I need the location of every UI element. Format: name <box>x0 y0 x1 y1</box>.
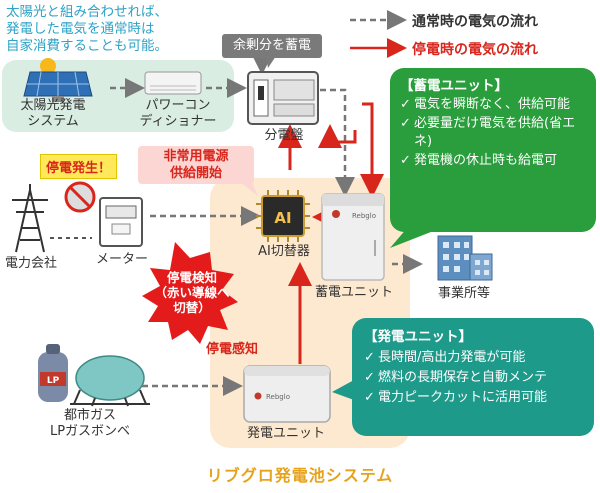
storage-info-item: ✓ 必要量だけ電気を供給(省エネ) <box>400 115 586 151</box>
check-icon: ✓ <box>364 390 375 405</box>
outage-badge-text: 停電発生！ <box>46 161 112 176</box>
solar-caption-line: システム <box>27 114 79 130</box>
ai-chip-label: AI <box>274 209 291 227</box>
outage-burst-line: （赤い導線へ <box>154 285 230 300</box>
check-icon: ✓ <box>400 116 411 131</box>
facility-caption: 事業所等 <box>437 286 490 301</box>
meter-icon <box>99 197 143 247</box>
gas-caption: 都市ガス LPガスボンベ <box>36 408 144 441</box>
storage-info-text: 必要量だけ電気を供給(省エネ) <box>414 116 576 149</box>
emergency-callout-line: 供給開始 <box>169 166 222 181</box>
gas-tank-icon <box>70 355 150 407</box>
pcs-caption-line: ディショナー <box>139 114 217 130</box>
meter-caption: メーター <box>95 252 148 267</box>
outage-badge: 停電発生！ <box>40 154 118 179</box>
generator-info-title: 【発電ユニット】 <box>364 329 472 345</box>
solar-note-line: 自家消費することも可能。 <box>6 38 168 54</box>
panel-caption: 分電盤 <box>264 128 304 143</box>
transmission-tower-icon <box>12 184 48 253</box>
emergency-callout: 非常用電源 供給開始 <box>138 146 254 184</box>
storage-info-text: 電気を瞬断なく、供給可能 <box>414 97 571 112</box>
pcs-caption: パワーコン ディショナー <box>130 98 226 131</box>
generator-caption: 発電ユニット <box>246 426 325 441</box>
utility-caption: 電力会社 <box>4 256 57 271</box>
generator-info-item: ✓ 燃料の長期保存と自動メンテ <box>364 368 582 388</box>
solar-note: 太陽光と組み合わせれば、 発電した電気を通常時は 自家消費することも可能。 <box>6 4 168 55</box>
no-power-icon <box>64 181 96 213</box>
storage-info-box: 【蓄電ユニット】 ✓ 電気を瞬断なく、供給可能 ✓ 必要量だけ電気を供給(省エネ… <box>390 68 596 232</box>
emergency-callout-line: 非常用電源 <box>163 149 229 164</box>
ai-chip-icon: AI <box>256 190 310 242</box>
footer-title: リブグロ発電池システム <box>206 466 394 485</box>
generator-info-text: 長時間/高出力発電が可能 <box>378 350 526 365</box>
power-conditioner-icon <box>144 71 202 95</box>
gas-caption-line: LPガスボンベ <box>49 424 131 440</box>
storage-info-item: ✓ 電気を瞬断なく、供給可能 <box>400 96 586 114</box>
surplus-callout-tail <box>266 56 276 68</box>
lp-label: LP <box>47 376 60 386</box>
storage-cabinet-icon: Rebglo <box>321 193 385 281</box>
storage-caption: 蓄電ユニット <box>314 285 393 300</box>
solar-caption: 太陽光発電 システム <box>8 98 98 131</box>
generator-info-text: 燃料の長期保存と自動メンテ <box>378 370 548 385</box>
storage-info-title: 【蓄電ユニット】 <box>400 78 508 94</box>
generator-info-text: 電力ピークカットに活用可能 <box>378 390 548 405</box>
generator-icon: Rebglo <box>243 365 331 423</box>
outage-burst <box>142 242 238 344</box>
solar-caption-line: 太陽光発電 <box>20 98 86 113</box>
distribution-board-icon <box>247 71 319 125</box>
lp-cylinder-icon: LP <box>38 344 68 402</box>
storage-brand: Rebglo <box>352 212 376 220</box>
outage-burst-line: 停電検知 <box>166 270 217 285</box>
gas-caption-line: 都市ガス <box>63 408 116 423</box>
legend-normal-label: 通常時の電気の流れ <box>412 14 538 30</box>
generator-brand: Rebglo <box>266 393 290 401</box>
generator-info-box: 【発電ユニット】 ✓ 長時間/高出力発電が可能 ✓ 燃料の長期保存と自動メンテ … <box>352 318 594 436</box>
generator-info-item: ✓ 電力ピークカットに活用可能 <box>364 388 582 408</box>
pcs-caption-line: パワーコン <box>145 98 211 113</box>
outage-burst-text: 停電検知 （赤い導線へ 切替） <box>150 270 234 315</box>
check-icon: ✓ <box>364 350 375 365</box>
check-icon: ✓ <box>400 97 411 112</box>
surplus-callout: 余剰分を蓄電 <box>222 34 322 58</box>
storage-info-text: 発電機の休止時も給電可 <box>414 153 558 168</box>
solar-panel-icon <box>23 58 93 102</box>
generator-info-item: ✓ 長時間/高出力発電が可能 <box>364 348 582 368</box>
emergency-callout-tail <box>240 182 258 196</box>
outage-burst-line: 切替） <box>173 300 211 315</box>
ai-caption: AI切替器 <box>258 244 310 259</box>
storage-info-item: ✓ 発電機の休止時も給電可 <box>400 152 586 170</box>
surplus-callout-text: 余剰分を蓄電 <box>232 38 311 53</box>
generator-callout-tail <box>332 380 354 400</box>
normal-flow-lines <box>110 55 423 274</box>
solar-note-line: 太陽光と組み合わせれば、 <box>6 4 168 20</box>
building-icon <box>437 235 493 281</box>
sense-label: 停電感知 <box>206 342 259 357</box>
legend-outage-label: 停電時の電気の流れ <box>412 42 538 58</box>
check-icon: ✓ <box>400 153 411 168</box>
solar-note-line: 発電した電気を通常時は <box>6 21 155 37</box>
check-icon: ✓ <box>364 370 375 385</box>
